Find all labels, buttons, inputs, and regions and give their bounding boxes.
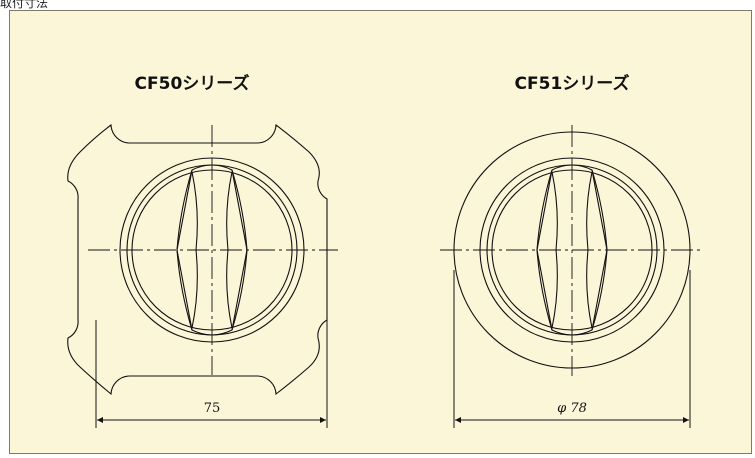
section-header-label: 取付寸法 [0,0,49,10]
cf51-dimension-label: φ 78 [557,401,587,416]
cf50-dimension-label: 75 [204,401,221,416]
drawing-panel [9,10,752,454]
cf50-title: CF50シリーズ [134,74,250,94]
cf51-title: CF51シリーズ [514,74,630,94]
cf50-square-outline [67,123,328,396]
cf51-dimension [453,270,691,428]
cf50-centerlines [88,125,338,375]
cf51-centerlines [440,125,702,376]
cf50-view [67,123,328,396]
cf50-dimension [95,320,328,428]
